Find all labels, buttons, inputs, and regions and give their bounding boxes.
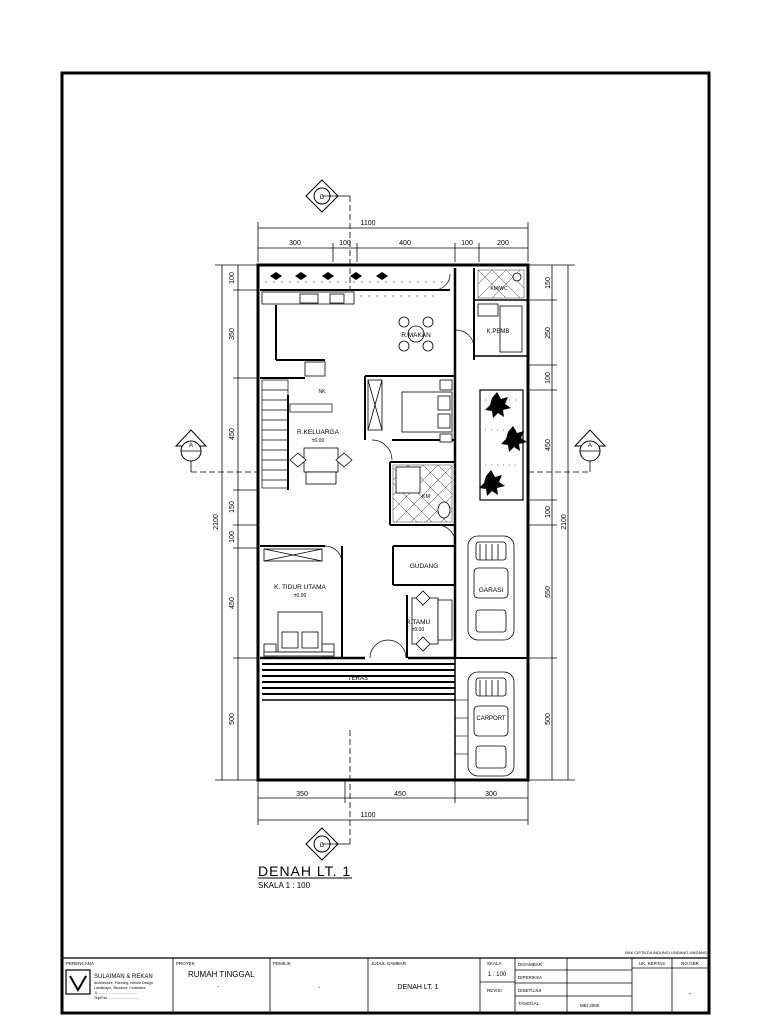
dim-bottom-total: 1100 (360, 812, 375, 819)
side-garden (479, 389, 527, 501)
proyek-label: PROYEK (176, 961, 195, 966)
bottom-dimensions (257, 780, 529, 825)
room-label-km: KM (422, 494, 431, 500)
disetujui-label: DISETUJUI (518, 988, 541, 993)
section-label-right: A (588, 443, 592, 449)
left-dimensions (215, 264, 258, 781)
door-swings (324, 273, 475, 659)
no-gambar-value: - (689, 991, 692, 998)
dim-top-total: 1100 (360, 220, 375, 227)
firm-line-3: Jl. ....................................… (94, 991, 137, 995)
dim-right-6: 550 (545, 586, 552, 598)
sheet-border (60, 71, 711, 1015)
dim-right-1: 150 (545, 277, 552, 289)
dim-right-total: 2100 (561, 514, 568, 530)
room-label-makan: R.MAKAN (401, 332, 431, 339)
section-marker-right (528, 429, 607, 473)
firm-line-4: Telp/Fax ...............................… (94, 996, 139, 1000)
room-label-keluarga: R.KELUARGA (297, 429, 340, 436)
living-set (411, 590, 453, 652)
room-label-tamu-elev: ±0.00 (412, 627, 425, 633)
room-label-gudang: GUDANG (410, 563, 439, 570)
top-dimensions (257, 222, 529, 262)
dim-right-2: 250 (545, 327, 552, 339)
dim-bottom-2: 450 (394, 791, 406, 798)
pemilik-value: - (318, 985, 320, 991)
room-label-carport: CARPORT (476, 716, 506, 722)
firm-line-1: Architecture, Planning, Interior Design (94, 981, 153, 985)
dim-bottom-3: 300 (485, 791, 497, 798)
no-gambar-label: NO.GBR (681, 961, 700, 966)
service-rooms (477, 269, 525, 353)
carport (454, 657, 528, 780)
tanggal-value: MEI 2005 (580, 1003, 600, 1008)
dim-bottom-1: 350 (296, 791, 308, 798)
skala-label: SKALA (487, 961, 502, 966)
dim-left-2: 350 (229, 328, 236, 340)
room-label-tidur-utama-elev: ±0.00 (294, 593, 307, 599)
dim-left-3: 450 (229, 428, 236, 440)
room-label-keluarga-elev: ±0.00 (312, 438, 325, 444)
elevation-label-bottom: D (320, 843, 325, 849)
elevation-label-top: D (320, 195, 325, 201)
dim-top-1: 300 (289, 240, 301, 247)
dim-left-4: 150 (229, 501, 236, 513)
garden-strip-top (265, 272, 450, 297)
title-block-lines (62, 957, 709, 1013)
dim-left-7: 500 (229, 713, 236, 725)
dim-left-total: 2100 (213, 514, 220, 530)
title-block-note: BAK CIPTA DILINDUNGI UNDANG-UNDANG (625, 950, 707, 955)
room-label-km-wc: KM/WC (490, 286, 508, 292)
stair-label-naik: NK (319, 389, 327, 395)
bathroom-km (392, 464, 453, 523)
diperiksa-label: DIPERIKSA (518, 975, 542, 980)
section-label-left: A (189, 443, 193, 449)
tanggal-label: TANGGAL (518, 1001, 540, 1006)
room-label-tidur-utama: K. TIDUR UTAMA (274, 584, 326, 591)
perencana-label: PERENCANA (66, 961, 94, 966)
teras-steps (262, 663, 455, 701)
section-marker-left (174, 429, 258, 473)
dim-top-2: 100 (339, 240, 351, 247)
stair (261, 379, 333, 489)
room-label-garasi: GARASI (479, 587, 504, 594)
dining-set (398, 316, 434, 352)
garage-car (467, 535, 515, 641)
ukuran-kertas-label: UK. KERTAS (639, 961, 665, 966)
dim-right-5: 100 (545, 506, 552, 518)
dim-right-4: 450 (545, 439, 552, 451)
firm-line-2: Landscape, Structure, Contractor (94, 986, 146, 990)
dim-top-4: 100 (461, 240, 473, 247)
dim-left-6: 450 (229, 597, 236, 609)
family-table (289, 447, 353, 485)
dim-top-5: 200 (497, 240, 509, 247)
kitchen-counter (261, 291, 355, 377)
master-bedroom-furniture (263, 548, 335, 657)
elevation-marker-top (305, 179, 351, 290)
dim-left-1: 100 (229, 272, 236, 284)
pemilik-label: PEMILIK (273, 961, 291, 966)
proyek-sub: - (217, 984, 219, 990)
dim-left-5: 100 (229, 531, 236, 543)
skala-value: 1 : 100 (488, 972, 507, 978)
judul-label: JUDUL GAMBAR (371, 961, 407, 966)
bedroom-furniture (367, 379, 453, 443)
right-dimensions (528, 264, 575, 781)
room-label-teras: TERAS (348, 676, 368, 682)
elevation-marker-bottom (305, 730, 351, 861)
firm-name: SULAIMAN & REKAN (94, 974, 153, 980)
revisi-label: REVISI (487, 988, 502, 993)
dim-right-7: 500 (545, 713, 552, 725)
dim-top-3: 400 (399, 240, 411, 247)
digambar-label: DIGAMBAR (518, 962, 543, 967)
proyek-value: RUMAH TINGGAL (188, 970, 255, 979)
room-label-tamu: R.TAMU (406, 619, 431, 626)
room-label-kpemb: K.PEMB (487, 329, 510, 335)
judul-value: DENAH LT. 1 (397, 984, 438, 991)
plan-title: DENAH LT. 1 (258, 863, 351, 879)
plan-scale: SKALA 1 : 100 (258, 881, 311, 890)
dim-right-3: 100 (545, 372, 552, 384)
